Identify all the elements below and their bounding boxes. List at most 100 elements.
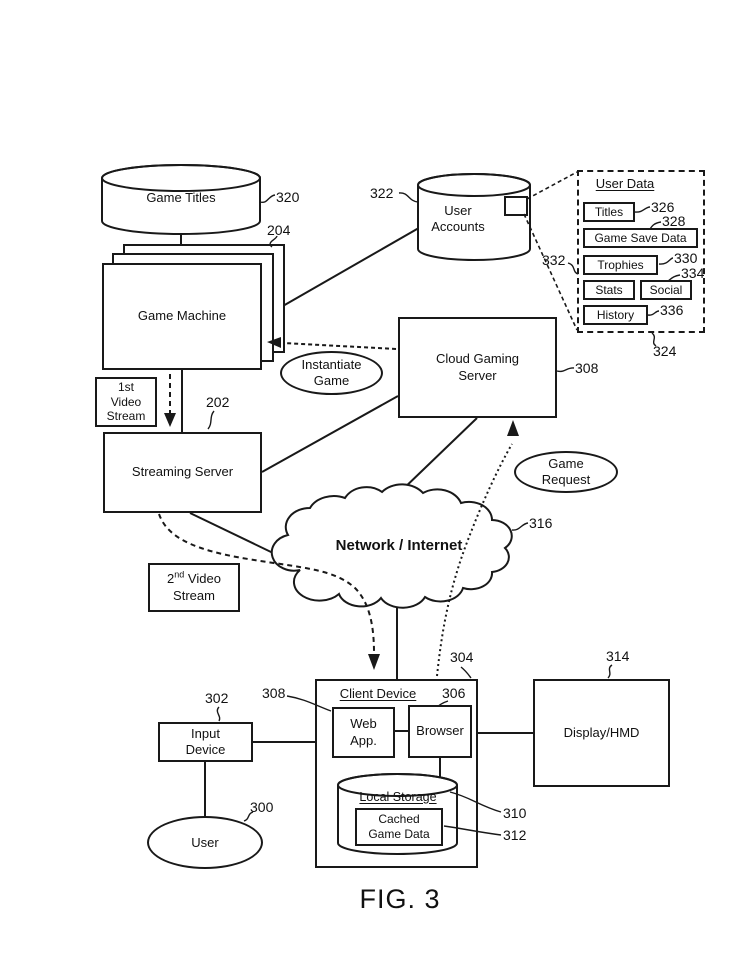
first-video-stream-box: 1st Video Stream	[95, 377, 157, 427]
user-accounts-line1: User	[444, 202, 472, 218]
ref-324: 324	[653, 343, 677, 359]
streaming-server-label: Streaming Server	[131, 464, 234, 480]
ref-leaders	[207, 192, 681, 836]
second-video-stream-line2: Stream	[173, 587, 215, 603]
ref-310: 310	[503, 805, 527, 821]
local-storage-cylinder-rim	[337, 773, 458, 797]
input-device-line2: Device	[185, 742, 226, 757]
network-cloud	[270, 483, 513, 609]
second-video-stream-word: Video	[187, 571, 221, 587]
arrowhead-second-video-stream	[368, 654, 380, 670]
second-video-stream-path	[158, 513, 375, 654]
web-app-line1: Web	[350, 716, 377, 732]
ref-312: 312	[503, 827, 527, 843]
first-video-stream-line3: Stream	[106, 409, 146, 424]
game-machine-label: Game Machine	[137, 308, 227, 324]
display-hmd-label: Display/HMD	[563, 724, 640, 740]
ref-204: 204	[267, 222, 291, 238]
leader-304	[460, 666, 472, 679]
ref-320: 320	[276, 189, 300, 205]
user-data-item-social: Social	[640, 280, 692, 300]
arrowhead-game-request	[507, 420, 519, 436]
leader-324	[651, 332, 657, 347]
input-device-box: Input Device	[158, 722, 253, 762]
leader-320	[259, 194, 276, 204]
second-video-stream-box: 2nd Video Stream	[148, 563, 240, 612]
leader-310	[449, 791, 502, 813]
second-video-stream-line1: 2nd Video	[167, 569, 221, 587]
cached-game-data-box: Cached Game Data	[355, 808, 443, 846]
leader-204	[269, 235, 278, 248]
leader-202	[207, 410, 215, 430]
stream-flows	[158, 342, 513, 677]
game-request-ellipse: Game Request	[514, 451, 618, 493]
game-titles-cylinder-rim	[101, 164, 261, 192]
line-cloudserver-network	[398, 417, 478, 494]
input-device-line1: Input	[191, 725, 220, 741]
ref-332: 332	[542, 252, 566, 268]
ref-334: 334	[681, 265, 705, 281]
figure-caption: FIG. 3	[359, 884, 441, 914]
ref-300: 300	[250, 799, 274, 815]
ref-306: 306	[442, 685, 466, 701]
user-accounts-label: User Accounts	[418, 201, 498, 237]
first-video-stream-line1: 1st	[117, 380, 134, 395]
leader-308-cloud	[556, 367, 575, 373]
line-gamemachine-useraccounts	[261, 224, 425, 319]
second-video-stream-num: 2	[167, 571, 175, 587]
user-accounts-cylinder-rim	[417, 173, 531, 197]
leader-330	[658, 257, 674, 265]
leader-326	[634, 206, 651, 213]
user-data-item-trophies: Trophies	[583, 255, 658, 275]
cloud-gaming-server-line1: Cloud Gaming	[435, 351, 520, 367]
ref-304: 304	[450, 649, 474, 665]
user-data-item-titles: Titles	[583, 202, 635, 222]
user-data-item-stats: Stats	[583, 280, 635, 300]
leader-302	[216, 706, 221, 722]
ref-336: 336	[660, 302, 684, 318]
user-accounts-line2: Accounts	[431, 219, 485, 234]
arrowhead-instantiate-game	[267, 337, 281, 348]
game-request-path	[436, 443, 513, 677]
user-data-callout-square	[504, 196, 528, 216]
cached-game-data-line2: Game Data	[368, 827, 430, 841]
leader-336	[647, 310, 660, 316]
leader-316	[511, 522, 529, 531]
local-storage-title: Local Storage	[359, 789, 437, 804]
ref-308-cloud-server: 308	[575, 360, 599, 376]
game-machine-box: Game Machine	[102, 263, 262, 370]
ref-322: 322	[370, 185, 394, 201]
client-device-box	[315, 679, 478, 868]
game-titles-label: Game Titles	[146, 189, 216, 205]
instantiate-game-arrow-line	[282, 342, 397, 350]
leader-332	[567, 262, 579, 275]
user-label: User	[191, 834, 219, 850]
leader-314	[607, 664, 613, 679]
game-request-line2: Request	[541, 472, 591, 487]
game-request-line1: Game	[548, 456, 584, 472]
leader-308-webapp	[286, 695, 332, 712]
leader-312	[443, 825, 502, 836]
streaming-server-box: Streaming Server	[103, 432, 262, 513]
solid-connectors	[180, 224, 533, 818]
network-internet-label: Network / Internet	[335, 536, 463, 554]
cloud-gaming-server-line2: Server	[458, 367, 497, 383]
arrowhead-first-video-stream	[164, 413, 176, 427]
web-app-line2: App.	[350, 732, 377, 748]
client-device-title: Client Device	[339, 685, 417, 701]
leader-322	[398, 192, 419, 203]
cloud-gaming-server-box: Cloud Gaming Server	[398, 317, 557, 418]
user-data-callout-lines	[523, 171, 578, 331]
ref-302: 302	[205, 690, 229, 706]
browser-label: Browser	[416, 723, 464, 739]
instantiate-game-ellipse: Instantiate Game	[280, 351, 383, 395]
cached-game-data-line1: Cached	[378, 812, 420, 826]
user-data-title: User Data	[595, 175, 655, 191]
callout-line-bottom	[523, 213, 578, 331]
browser-box: Browser	[408, 705, 472, 758]
instantiate-game-line2: Game	[313, 373, 350, 388]
leader-300	[243, 811, 254, 822]
ref-316: 316	[529, 515, 553, 531]
second-video-stream-ordinal: nd	[174, 569, 185, 580]
